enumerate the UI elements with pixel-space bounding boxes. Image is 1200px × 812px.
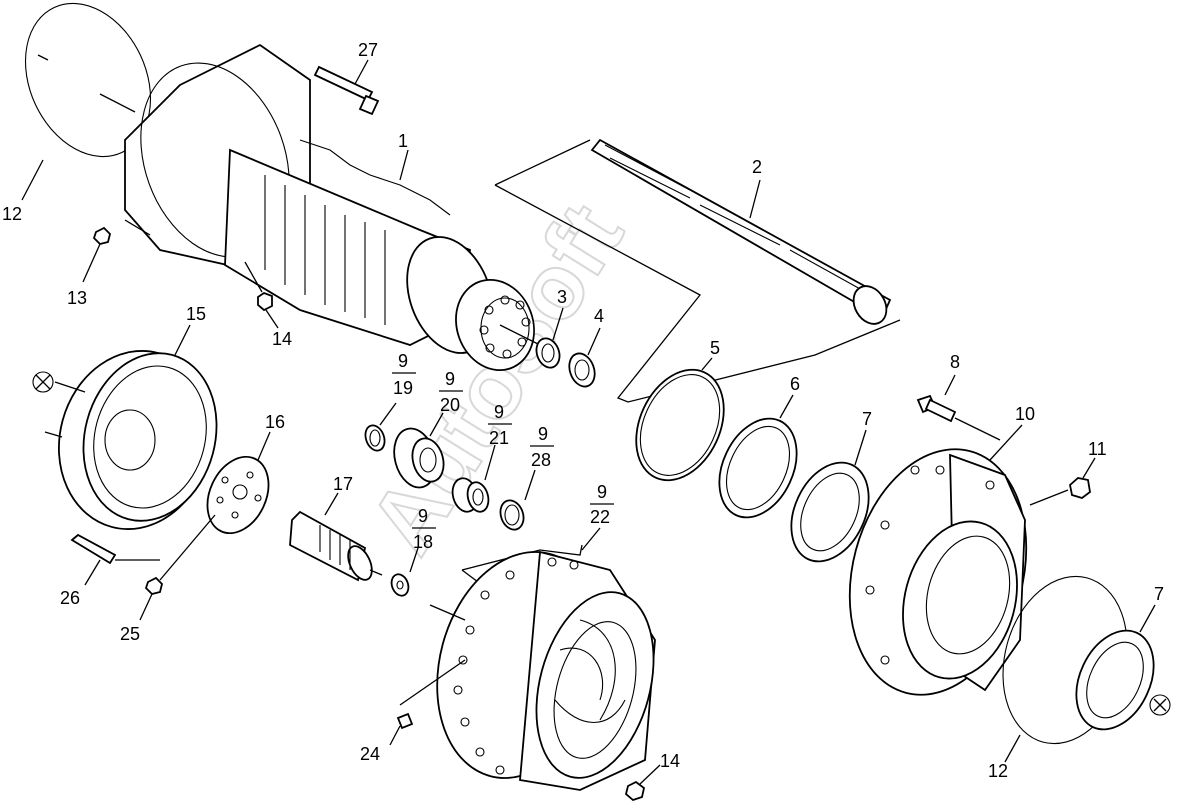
fraction-label-9-28: 9 28: [530, 424, 554, 470]
nut-part-14-bottom: [624, 764, 661, 802]
fraction-label-9-22: 9 22: [581, 482, 614, 551]
ring-part-9-28: [499, 469, 536, 531]
label-16: 16: [265, 412, 285, 432]
bearing-part-7-right: [1075, 604, 1171, 731]
label-11: 11: [1088, 439, 1107, 459]
fraction-9-18-num: 9: [418, 506, 428, 526]
label-5: 5: [710, 338, 720, 358]
label-2: 2: [752, 157, 762, 177]
o-ring-part-12-top: [21, 2, 152, 201]
seal-part-6: [718, 394, 798, 519]
label-3: 3: [557, 287, 567, 307]
label-12-bottom: 12: [988, 761, 1008, 781]
label-14-bottom: 14: [660, 751, 680, 771]
fraction-9-21-den: 21: [489, 428, 509, 448]
sun-gear-part-17: [289, 492, 383, 582]
wheel-hub-part-10: [848, 424, 1028, 696]
nut-part-11: [1029, 457, 1096, 506]
nut-part-14-top: [244, 261, 279, 329]
fraction-9-28-den: 28: [531, 450, 551, 470]
label-17: 17: [333, 474, 353, 494]
nut-part-25: [139, 576, 163, 621]
label-8: 8: [950, 352, 960, 372]
snap-ring-part-9-19: [364, 402, 397, 452]
ring-gear-part-15: [32, 324, 218, 530]
o-ring-part-5: [635, 357, 725, 482]
stud-part-8: [916, 374, 1001, 441]
ring-part-3: [535, 307, 564, 369]
seal-part-4: [568, 327, 601, 388]
label-7-right: 7: [1154, 584, 1164, 604]
label-14-top: 14: [272, 329, 292, 349]
label-13: 13: [67, 288, 87, 308]
planet-carrier-part-9-22: [399, 544, 656, 791]
fraction-9-22-num: 9: [597, 482, 607, 502]
label-1: 1: [398, 131, 408, 151]
bolt-part-27: [313, 59, 380, 116]
label-6: 6: [790, 374, 800, 394]
label-25: 25: [120, 624, 140, 644]
fraction-9-19-num: 9: [398, 351, 408, 371]
fraction-label-9-18: 9 18: [412, 506, 436, 552]
bolt-part-24: [389, 712, 414, 746]
drive-shaft-part-2: [494, 138, 901, 403]
label-24: 24: [360, 744, 380, 764]
label-4: 4: [594, 306, 604, 326]
part-labels: 1 2 3 4 5 6 7 7 8 10 11 12 12 13 14 14 1…: [2, 40, 1164, 781]
label-7-middle: 7: [862, 409, 872, 429]
fraction-label-9-20: 9 20: [439, 369, 463, 415]
fraction-9-19-den: 19: [393, 378, 413, 398]
fraction-label-9-21: 9 21: [488, 402, 512, 448]
nut-part-13: [82, 219, 151, 283]
bearing-part-7-middle: [790, 429, 870, 563]
fraction-label-9-19: 9 19: [392, 351, 416, 398]
pin-part-26: [70, 533, 160, 586]
washer-part-9-18: [390, 547, 419, 597]
fraction-9-22-den: 22: [590, 507, 610, 527]
label-10: 10: [1015, 404, 1035, 424]
fraction-9-18-den: 18: [413, 532, 433, 552]
planet-gear-part-9-20: [393, 412, 445, 489]
needle-bearing-part-9-21: [451, 444, 496, 513]
fraction-9-28-num: 9: [538, 424, 548, 444]
axle-housing-part-1: [124, 43, 541, 372]
label-12-top: 12: [2, 204, 22, 224]
label-15: 15: [186, 304, 206, 324]
fraction-9-21-num: 9: [494, 402, 504, 422]
fraction-9-20-den: 20: [440, 395, 460, 415]
fraction-9-20-num: 9: [445, 369, 455, 389]
label-27: 27: [358, 40, 378, 60]
carrier-plate-part-16: [159, 431, 271, 581]
label-26: 26: [60, 588, 80, 608]
